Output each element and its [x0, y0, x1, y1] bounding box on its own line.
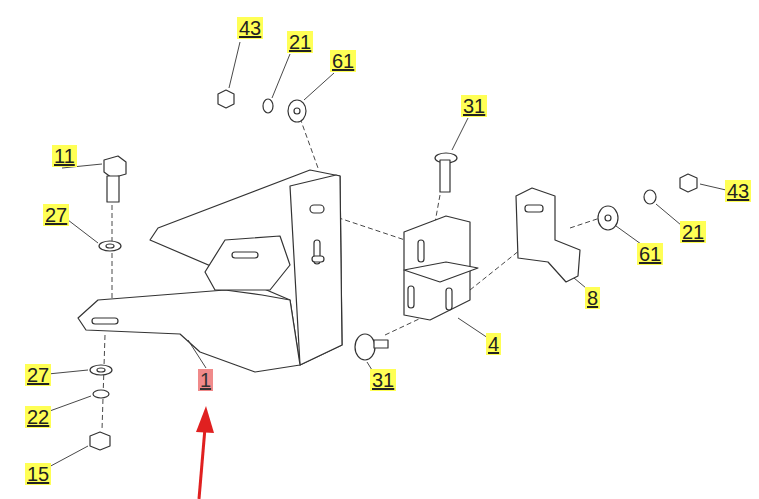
callout-number: 27: [25, 364, 51, 386]
callout-number: 1: [198, 369, 213, 391]
callout-number: 15: [25, 463, 51, 485]
callout-number: 43: [725, 180, 751, 202]
callout-number: 8: [585, 287, 600, 309]
callout-number: 61: [637, 243, 663, 265]
callout-number: 61: [330, 50, 356, 72]
callout-number: 21: [680, 221, 706, 243]
callout-number: 4: [486, 333, 501, 355]
callout-number: 43: [237, 17, 263, 39]
callout-number: 21: [287, 31, 313, 53]
callout-number: 27: [43, 204, 69, 226]
callout-number: 11: [52, 145, 77, 167]
callout-number: 22: [25, 406, 51, 428]
callout-number: 31: [370, 369, 396, 391]
callout-number: 31: [461, 95, 487, 117]
